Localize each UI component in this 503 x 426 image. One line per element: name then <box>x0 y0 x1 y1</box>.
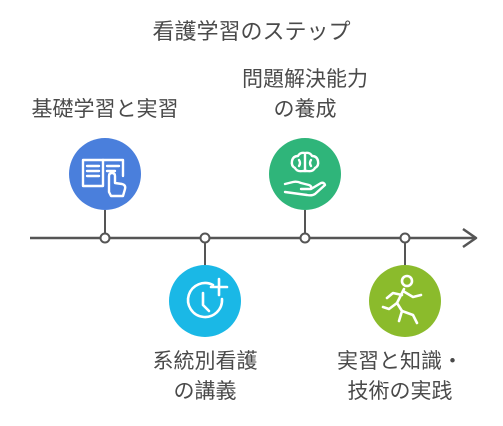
step-3-label: 問題解決能力 の養成 <box>205 64 405 124</box>
step-3-label-line-2: の養成 <box>273 97 337 121</box>
step-1-label-line-1: 基礎学習と実習 <box>31 97 179 121</box>
timeline-dot-4 <box>399 232 411 244</box>
step-2-label-line-2: の講義 <box>173 379 237 403</box>
step-3-circle <box>269 138 341 210</box>
step-2-circle <box>169 265 241 337</box>
running-person-icon <box>369 265 441 337</box>
step-1-label: 基礎学習と実習 <box>5 94 205 124</box>
step-4-circle <box>369 265 441 337</box>
timeline-dot-2 <box>199 232 211 244</box>
step-4-label-line-2: 技術の実践 <box>347 379 453 403</box>
step-2-label: 系統別看護 の講義 <box>105 346 305 406</box>
step-4-label: 実習と知識・ 技術の実践 <box>300 346 500 406</box>
timeline-dot-1 <box>99 232 111 244</box>
timeline-arrowhead <box>462 227 478 249</box>
step-4-label-line-1: 実習と知識・ <box>337 349 463 373</box>
timer-plus-icon <box>169 265 241 337</box>
diagram-title: 看護学習のステップ <box>152 20 351 45</box>
step-1-circle <box>69 138 141 210</box>
timeline-dot-3 <box>299 232 311 244</box>
book-hand-icon <box>69 138 141 210</box>
step-3-label-line-1: 問題解決能力 <box>242 67 368 91</box>
step-2-label-line-1: 系統別看護 <box>152 349 258 373</box>
brain-hand-icon <box>269 138 341 210</box>
